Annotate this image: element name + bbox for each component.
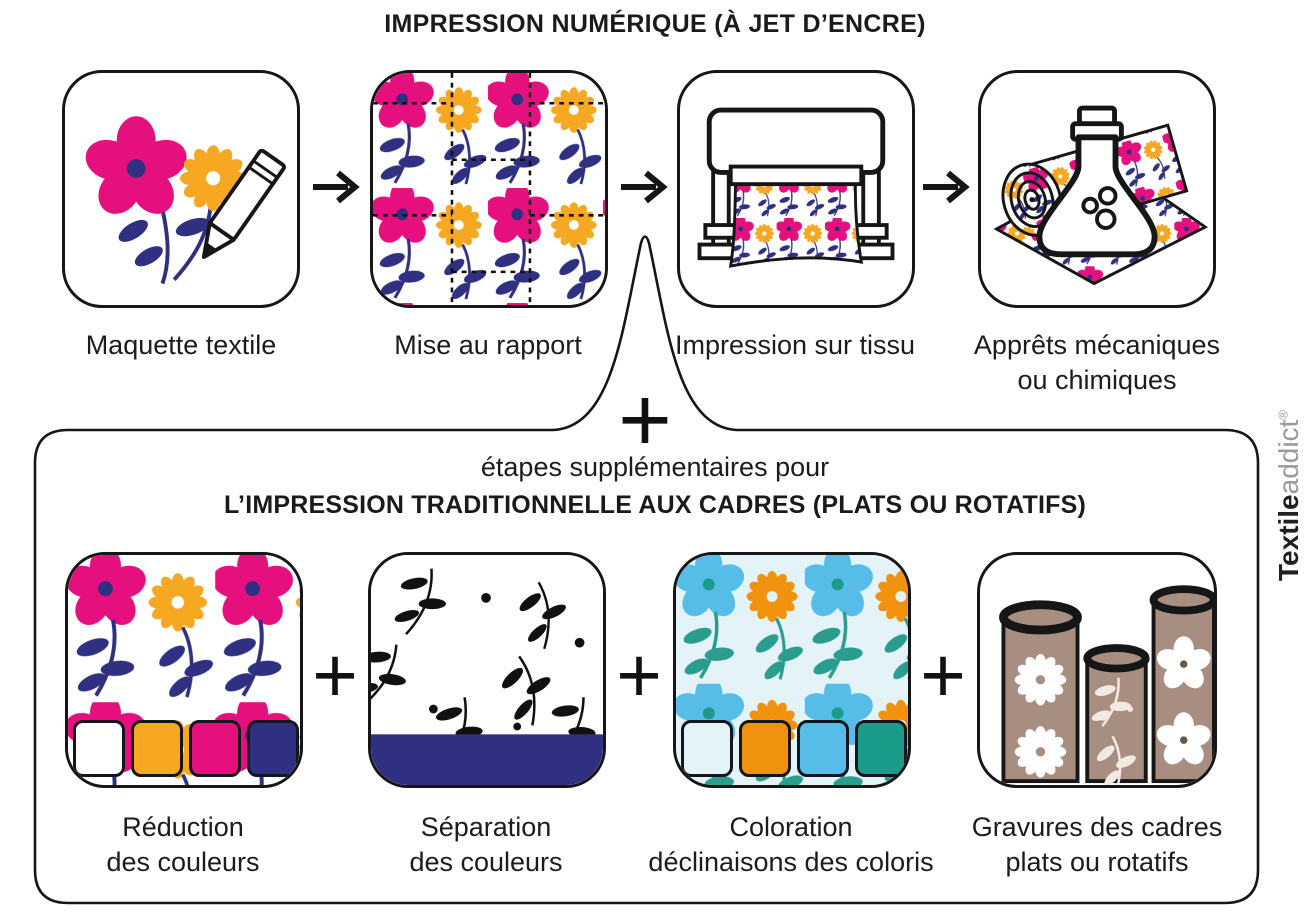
brand-name-bold: Textile (1273, 494, 1304, 581)
color-swatch (855, 720, 907, 777)
inkjet-printer-icon (697, 107, 895, 268)
step-label-rapport: Mise au rapport (394, 330, 582, 360)
diagram-title: IMPRESSION NUMÉRIQUE (À JET D’ENCRE) (384, 10, 926, 38)
arrow-right-icon (621, 170, 668, 204)
arrow-right-icon (313, 170, 360, 204)
step-box-separation (368, 552, 606, 788)
flower-sketch-icon (80, 116, 286, 285)
pattern-repeat-icon (373, 73, 605, 305)
plus-separator: + (616, 631, 662, 719)
step-label-maquette: Maquette textile (85, 330, 277, 360)
engraved-screens-icon (999, 585, 1214, 785)
color-swatch (189, 720, 241, 777)
plus-separator-main: + (618, 369, 672, 471)
arrow-right-icon (923, 170, 970, 204)
color-swatch (247, 720, 299, 777)
color-swatch (739, 720, 791, 777)
step-label-impression: Impression sur tissu (674, 330, 916, 360)
step-box-gravures (977, 552, 1217, 788)
step-box-rapport (370, 70, 608, 308)
step-box-apprets (978, 70, 1216, 308)
step-box-coloration (673, 552, 911, 788)
brand-name-light: addict (1273, 419, 1304, 495)
plus-separator: + (920, 631, 966, 719)
color-separation-icon (371, 555, 603, 785)
extra-steps-intro: étapes supplémentaires pour (480, 452, 830, 482)
step-box-reduction (65, 552, 303, 788)
fabric-roll-flask-icon (993, 105, 1209, 286)
color-swatch (681, 720, 733, 777)
color-swatch (73, 720, 125, 777)
brand-watermark: Textileaddict® (1273, 317, 1307, 581)
plus-separator: + (312, 631, 358, 719)
color-swatch (131, 720, 183, 777)
step-box-impression (677, 70, 915, 308)
registered-mark: ® (1275, 410, 1291, 420)
color-swatch (797, 720, 849, 777)
extra-steps-title: L’IMPRESSION TRADITIONNELLE AUX CADRES (… (223, 491, 1087, 519)
step-box-maquette (62, 70, 300, 308)
